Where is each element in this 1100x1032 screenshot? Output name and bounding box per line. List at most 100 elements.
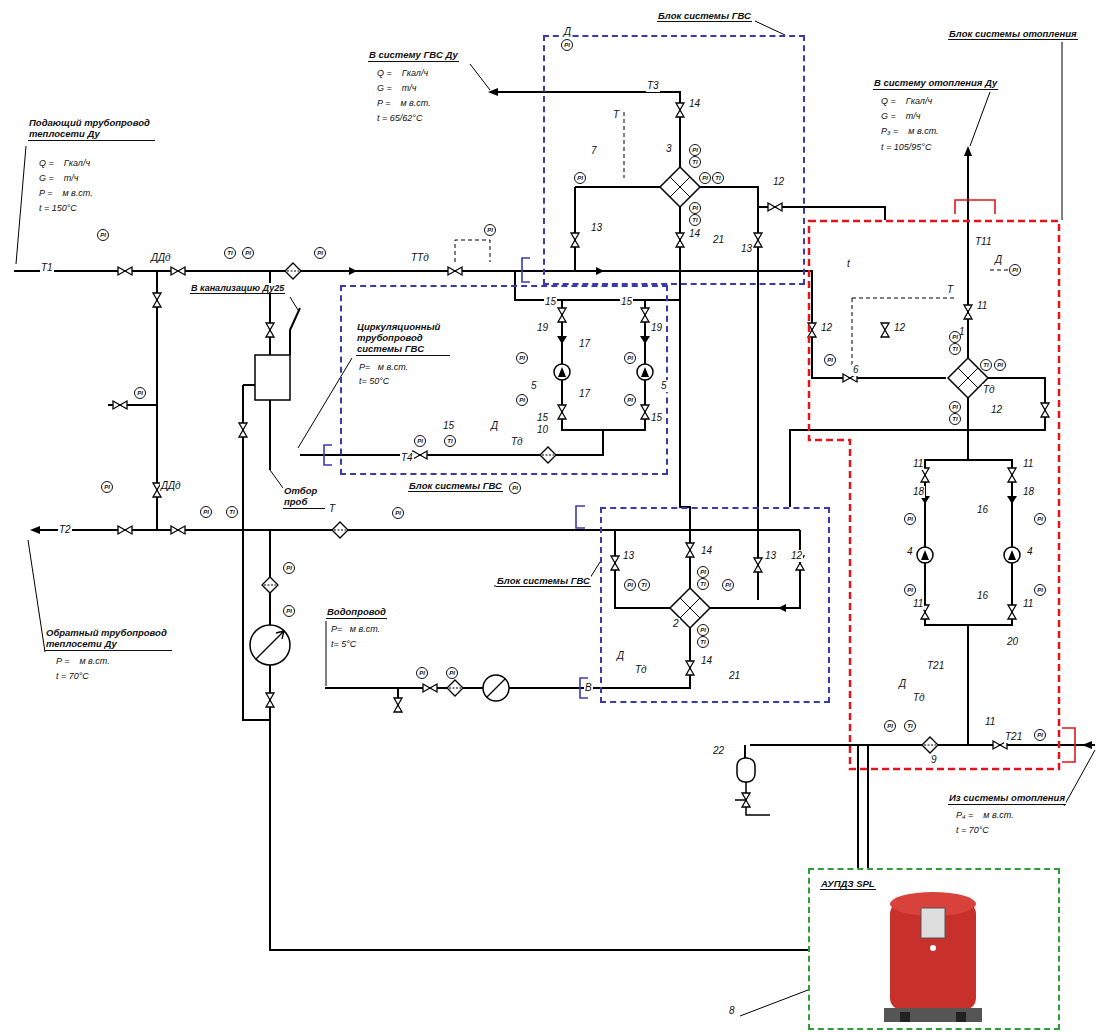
drawing-part bbox=[266, 693, 274, 707]
instrument-tag: PI bbox=[994, 359, 1006, 371]
callout-number: 19 bbox=[650, 322, 663, 334]
drawing-part bbox=[558, 308, 566, 322]
instrument-tag: TI bbox=[689, 156, 701, 168]
drawing-part bbox=[742, 793, 750, 807]
callout-number: 14 bbox=[688, 98, 701, 110]
leader-lines bbox=[16, 21, 1095, 1016]
note-text: P = м в.ст. bbox=[55, 656, 111, 666]
callout-number: 13 bbox=[740, 243, 753, 255]
instrument-tag: TI bbox=[444, 435, 456, 447]
instrument-tag: PI bbox=[283, 605, 295, 617]
block-heading: Блок системы ГВС bbox=[408, 480, 503, 492]
block-heading: Блок системы ГВС bbox=[496, 575, 591, 587]
callout-number: 4 bbox=[906, 546, 914, 558]
drawing-part bbox=[852, 298, 853, 368]
drawing-part bbox=[744, 745, 746, 758]
pipe-connector bbox=[805, 207, 885, 220]
instrument-tag: TI bbox=[697, 578, 709, 590]
drawing-part bbox=[540, 447, 556, 463]
meters bbox=[250, 625, 509, 701]
callout-number: 8 bbox=[728, 1005, 736, 1017]
drawing-part bbox=[447, 680, 463, 696]
note-text: Водопровод bbox=[326, 607, 387, 619]
pipe-connector bbox=[668, 285, 680, 300]
instrument-tag: PI bbox=[697, 566, 709, 578]
block-heading: Блок системы ГВС bbox=[657, 10, 752, 22]
drawing-part bbox=[522, 258, 530, 282]
drawing-part bbox=[867, 745, 869, 868]
note-text: Q = Гкал/ч bbox=[38, 158, 91, 168]
note-text: G = т/ч bbox=[880, 111, 921, 121]
instrument-tag: PI bbox=[416, 667, 428, 679]
note-text: Т bbox=[328, 503, 336, 515]
callout-number: 15 bbox=[442, 420, 455, 432]
drawing-part bbox=[1082, 741, 1092, 749]
instrument-tag: TI bbox=[226, 506, 238, 518]
instrument-tag: PI bbox=[689, 144, 701, 156]
note-text: В систему ГВС Ду bbox=[368, 50, 459, 62]
mud-separator bbox=[255, 355, 290, 400]
drawing-part bbox=[262, 577, 278, 593]
instrument-tag: PI bbox=[200, 506, 212, 518]
drawing-part bbox=[884, 1008, 982, 1022]
drawing-part bbox=[640, 336, 650, 344]
instrument-tag: PI bbox=[414, 435, 426, 447]
callout-number: 21 bbox=[728, 670, 741, 682]
note-text: Тд bbox=[510, 436, 524, 448]
drawing-part bbox=[890, 902, 976, 1010]
instrument-tag: PI bbox=[134, 387, 146, 399]
drawing-part bbox=[332, 522, 348, 538]
callout-number: 9 bbox=[930, 754, 938, 766]
drawing-part bbox=[921, 468, 929, 482]
drawing-part bbox=[394, 698, 402, 712]
callout-number: 12 bbox=[893, 322, 906, 334]
note-text: Д bbox=[898, 678, 907, 690]
drawing-part bbox=[171, 267, 185, 275]
drawing-part bbox=[778, 604, 786, 612]
drawing-part bbox=[256, 631, 284, 659]
drawing-part bbox=[930, 945, 936, 951]
instrument-tag: PI bbox=[392, 507, 404, 519]
instrument-tag: PI bbox=[884, 720, 896, 732]
drawing-part bbox=[754, 558, 762, 572]
note-text: Из системы отопления bbox=[948, 793, 1066, 805]
drawing-part bbox=[455, 240, 490, 262]
drawing-part bbox=[1064, 750, 1095, 806]
instrument-tag: PI bbox=[699, 172, 711, 184]
note-text: В систему отопления Ду bbox=[873, 78, 998, 90]
note-text: P = м в.ст. bbox=[38, 188, 94, 198]
drawing-part bbox=[970, 92, 990, 146]
callout-number: 11 bbox=[984, 716, 996, 728]
drawing-part bbox=[1008, 468, 1016, 482]
drawing-part bbox=[30, 526, 40, 534]
instrument-tag: PI bbox=[574, 172, 586, 184]
drawing-part bbox=[270, 470, 283, 488]
callout-number: 15 bbox=[620, 296, 633, 308]
instrument-tag: PI bbox=[509, 482, 521, 494]
drawing-part bbox=[285, 263, 301, 279]
callout-number: 22 bbox=[712, 745, 725, 757]
callout-number: 19 bbox=[536, 322, 549, 334]
filters bbox=[262, 263, 938, 753]
callout-number: 11 bbox=[976, 300, 988, 312]
instrument-tag: PI bbox=[1009, 264, 1021, 276]
note-text: Т21 bbox=[1004, 731, 1023, 743]
pipe-connector bbox=[857, 770, 859, 868]
callout-number: 18 bbox=[1022, 486, 1035, 498]
drawing-part bbox=[153, 293, 161, 307]
drawing-part bbox=[558, 405, 566, 419]
block-heading: Блок системы отопления bbox=[948, 28, 1078, 40]
note-text: Т bbox=[612, 109, 620, 121]
note-text: Тд bbox=[912, 692, 926, 704]
drawing-part bbox=[571, 233, 579, 247]
drawing-part bbox=[1062, 728, 1075, 762]
pipe-connector bbox=[757, 285, 759, 507]
callout-number: 12 bbox=[790, 550, 803, 562]
instrument-tag: TI bbox=[949, 343, 961, 355]
callout-number: 13 bbox=[764, 550, 777, 562]
drawing-part bbox=[964, 146, 972, 156]
drawing-part bbox=[300, 430, 603, 455]
note-text: P₃ = м в.ст. bbox=[880, 126, 940, 136]
callout-number: 15 bbox=[536, 412, 549, 424]
instrument-tag: PI bbox=[624, 352, 636, 364]
